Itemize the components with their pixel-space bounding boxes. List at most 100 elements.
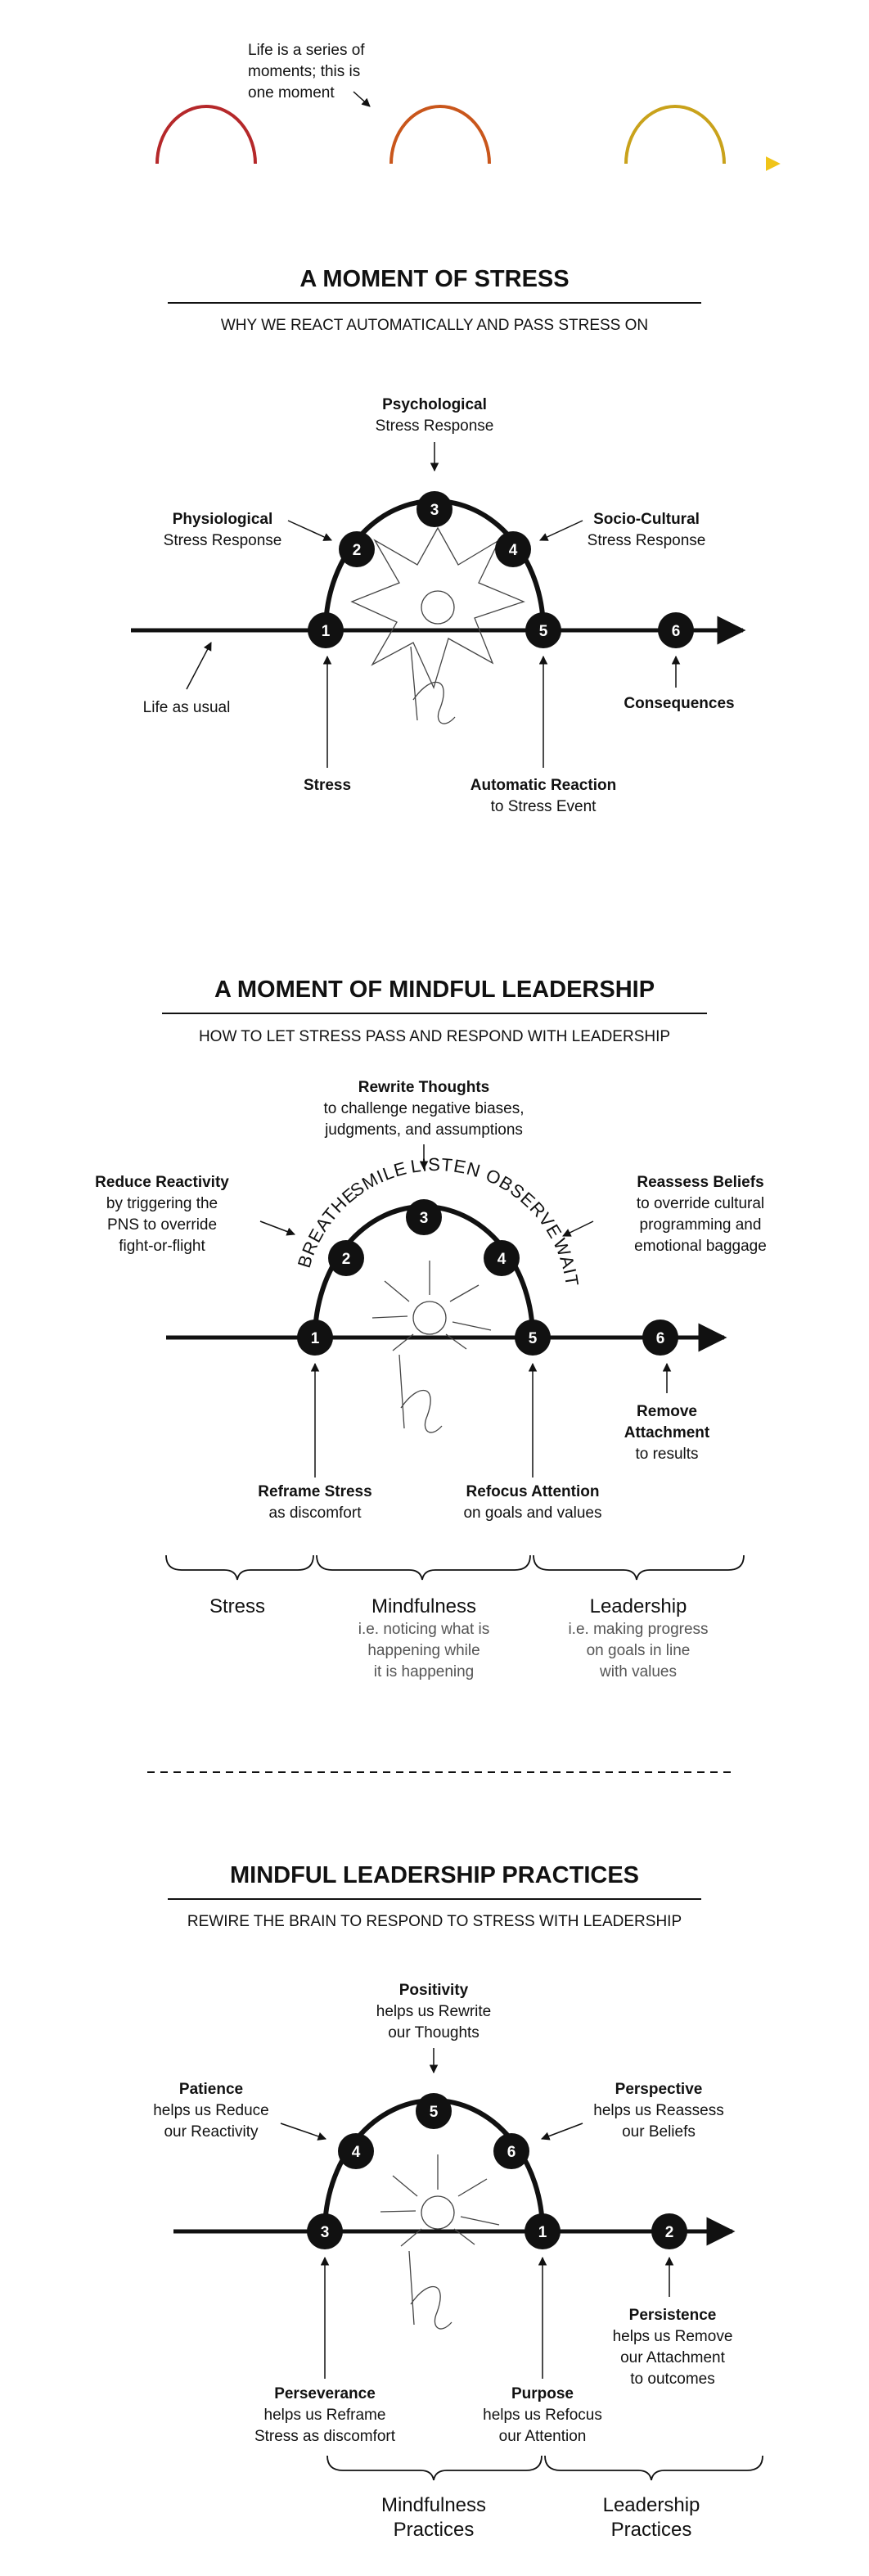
intro-waveline: Life is a series of moments; this is one… (86, 42, 781, 171)
intro-pointer (353, 91, 371, 107)
s2-label-refocus-title: Refocus Attention (466, 1483, 600, 1500)
s2-node-5: 5 (515, 1320, 551, 1356)
svg-text:6: 6 (656, 1330, 665, 1347)
section1-title: A MOMENT OF STRESS (299, 266, 569, 292)
s3-node-4: 4 (338, 2133, 374, 2169)
svg-text:4: 4 (352, 2144, 361, 2161)
s2-phase-mindfulness: Mindfulness (371, 1595, 476, 1617)
s3-phase-braces (326, 2455, 763, 2481)
s3-phase-mindfulness-1: Mindfulness (381, 2494, 486, 2516)
svg-text:LISTEN: LISTEN (409, 1154, 483, 1181)
s2-label-reduce-3: fight-or-flight (119, 1238, 205, 1255)
s1-label-auto-title: Automatic Reaction (471, 777, 616, 794)
svg-text:6: 6 (672, 623, 681, 640)
s2-phase-stress: Stress (209, 1595, 265, 1617)
svg-text:OBSERVE: OBSERVE (483, 1165, 566, 1243)
s1-node-3: 3 (416, 491, 453, 527)
svg-text:3: 3 (321, 2224, 330, 2241)
s2-label-reframe: as discomfort (269, 1505, 362, 1522)
s2-phase-leadership-1: i.e. making progress (568, 1621, 708, 1638)
s3-label-purpose-2: our Attention (499, 2428, 587, 2445)
svg-text:1: 1 (538, 2224, 547, 2241)
s1-label-socio: Stress Response (588, 532, 706, 549)
s1-label-psych: Stress Response (376, 417, 494, 435)
section-moment-of-mindful-leadership: A MOMENT OF MINDFUL LEADERSHIP HOW TO LE… (95, 977, 767, 1680)
s2-phase-mindfulness-3: it is happening (374, 1663, 475, 1680)
s3-node-6: 6 (493, 2133, 529, 2169)
section-mindful-leadership-practices: MINDFUL LEADERSHIP PRACTICES REWIRE THE … (153, 1862, 763, 2541)
s3-node-5: 5 (416, 2093, 452, 2129)
s2-node-2: 2 (328, 1240, 364, 1276)
arc-word-wait: WAIT (549, 1235, 582, 1288)
s3-label-persistence-title: Persistence (629, 2307, 717, 2324)
svg-text:2: 2 (353, 542, 362, 559)
s2-label-refocus: on goals and values (463, 1505, 601, 1522)
s2-label-remove-title-2: Attachment (624, 1424, 710, 1441)
svg-text:4: 4 (498, 1251, 507, 1268)
section2-title: A MOMENT OF MINDFUL LEADERSHIP (214, 977, 655, 1003)
s2-label-reassess-3: emotional baggage (634, 1238, 767, 1255)
s3-node-2: 2 (651, 2213, 687, 2249)
s2-node-4: 4 (484, 1240, 520, 1276)
s2-label-reassess-title: Reassess Beliefs (637, 1174, 763, 1191)
s3-label-purpose-1: helps us Refocus (483, 2407, 602, 2424)
s1-node-4: 4 (495, 531, 531, 567)
svg-text:3: 3 (420, 1210, 429, 1227)
s2-label-reframe-title: Reframe Stress (258, 1483, 371, 1500)
s2-calm-sun (371, 1261, 492, 1433)
s1-label-phys-title: Physiological (173, 511, 272, 528)
svg-text:5: 5 (539, 623, 548, 640)
s2-phase-leadership: Leadership (590, 1595, 687, 1617)
section2-subtitle: HOW TO LET STRESS PASS AND RESPOND WITH … (199, 1028, 670, 1045)
s1-node-1: 1 (308, 612, 344, 648)
s1-label-consequences: Consequences (624, 695, 734, 712)
intro-caption-2: moments; this is (248, 63, 360, 80)
svg-text:2: 2 (665, 2224, 674, 2241)
section1-subtitle: WHY WE REACT AUTOMATICALLY AND PASS STRE… (221, 317, 648, 334)
svg-text:2: 2 (342, 1251, 351, 1268)
s3-label-perseverance-2: Stress as discomfort (254, 2428, 396, 2445)
intro-caption-3: one moment (248, 84, 335, 102)
svg-text:1: 1 (311, 1330, 320, 1347)
s2-node-6: 6 (642, 1320, 678, 1356)
svg-text:6: 6 (507, 2144, 516, 2161)
s3-phase-leadership-1: Leadership (603, 2494, 700, 2516)
s1-node-5: 5 (525, 612, 561, 648)
s2-label-reduce-2: PNS to override (107, 1216, 217, 1234)
s2-phase-braces (165, 1554, 745, 1581)
s1-label-life: Life as usual (143, 699, 231, 716)
svg-text:WAIT: WAIT (549, 1235, 583, 1288)
svg-text:5: 5 (430, 2104, 439, 2121)
s2-node-1: 1 (297, 1320, 333, 1356)
s2-phase-leadership-2: on goals in line (587, 1642, 691, 1659)
section3-subtitle: REWIRE THE BRAIN TO RESPOND TO STRESS WI… (187, 1913, 682, 1930)
s1-label-auto: to Stress Event (491, 798, 597, 815)
intro-caption-1: Life is a series of (248, 42, 365, 59)
s2-label-reduce-1: by triggering the (106, 1195, 218, 1212)
s3-label-persistence-2: our Attachment (620, 2349, 726, 2366)
svg-text:4: 4 (509, 542, 518, 559)
svg-text:5: 5 (529, 1330, 538, 1347)
s1-stress-burst (350, 526, 525, 724)
s3-label-persistence-1: helps us Remove (613, 2328, 733, 2345)
s2-phase-mindfulness-2: happening while (367, 1642, 480, 1659)
s3-node-3: 3 (307, 2213, 343, 2249)
s2-node-3: 3 (406, 1199, 442, 1235)
moment-arc-red (155, 105, 257, 165)
s2-phase-mindfulness-1: i.e. noticing what is (358, 1621, 490, 1638)
arc-word-listen: LISTEN (409, 1154, 482, 1181)
s3-phase-leadership-2: Practices (611, 2519, 692, 2541)
moment-arc-orange (389, 105, 491, 165)
s3-label-perspective-title: Perspective (615, 2081, 703, 2098)
s3-label-perseverance-title: Perseverance (274, 2385, 376, 2402)
s2-phase-leadership-3: with values (599, 1663, 677, 1680)
s2-label-reassess-1: to override cultural (637, 1195, 764, 1212)
s3-label-purpose-title: Purpose (511, 2385, 574, 2402)
s3-label-patience-title: Patience (179, 2081, 243, 2098)
s3-label-perspective-1: helps us Reassess (593, 2102, 723, 2119)
s1-label-phys: Stress Response (164, 532, 282, 549)
s3-phase-mindfulness-2: Practices (394, 2519, 475, 2541)
s3-node-1: 1 (525, 2213, 561, 2249)
s3-label-positivity-2: our Thoughts (388, 2024, 480, 2041)
